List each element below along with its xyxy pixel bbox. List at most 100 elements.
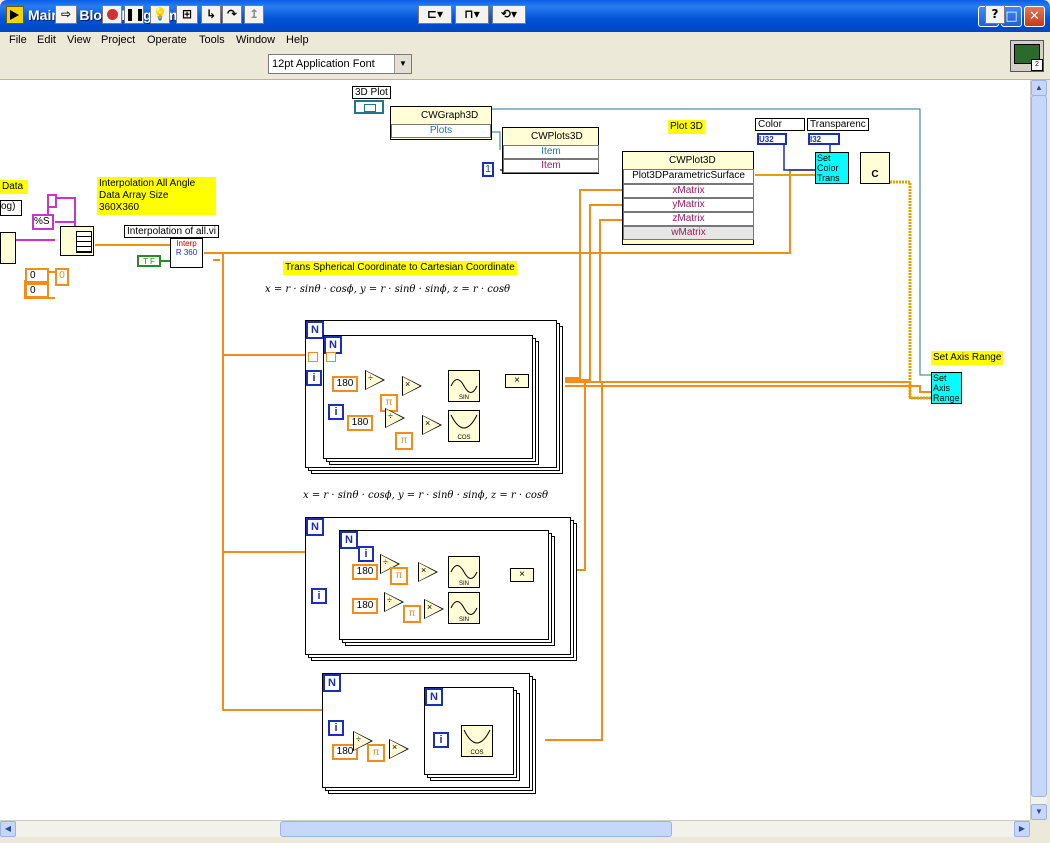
- scroll-thumb[interactable]: [280, 821, 672, 837]
- pi-constant[interactable]: π: [395, 432, 413, 450]
- menu-view[interactable]: View: [67, 34, 91, 46]
- svg-text:SIN: SIN: [459, 617, 469, 623]
- pi-constant[interactable]: π: [403, 605, 421, 623]
- align-objects-icon[interactable]: ⊏▾: [418, 5, 452, 24]
- menu-project[interactable]: Project: [101, 34, 136, 46]
- scroll-down-icon[interactable]: ▼: [1031, 804, 1047, 820]
- const-180[interactable]: 180: [352, 598, 378, 614]
- pi-constant[interactable]: π: [390, 567, 408, 585]
- color-control[interactable]: U32: [757, 133, 787, 145]
- context-help-button[interactable]: ?: [985, 5, 1005, 24]
- for-loop-1-inner[interactable]: [323, 335, 533, 459]
- const-180[interactable]: 180: [332, 376, 358, 392]
- scroll-right-icon[interactable]: ▶: [1014, 821, 1030, 837]
- svg-text:COS: COS: [470, 750, 483, 756]
- sine-node[interactable]: SIN: [448, 592, 480, 624]
- divide-node[interactable]: ÷: [365, 370, 385, 390]
- index-constant[interactable]: 1: [482, 162, 494, 177]
- menu-bar: File Edit View Project Operate Tools Win…: [0, 32, 1050, 50]
- log-control[interactable]: og): [0, 200, 22, 216]
- abort-icon[interactable]: [102, 5, 122, 24]
- plot3d-comment: Plot 3D: [668, 120, 705, 134]
- divide-node[interactable]: ÷: [380, 554, 400, 574]
- iteration-terminal: i: [358, 546, 374, 562]
- block-diagram-canvas[interactable]: Data og) %S 0 0 0 Interpolation All Angl…: [0, 80, 1030, 820]
- sine-node[interactable]: SIN: [448, 556, 480, 588]
- iteration-terminal: i: [328, 720, 344, 736]
- run-arrow-icon[interactable]: ⇨: [55, 5, 77, 24]
- loop-count-terminal: N: [323, 674, 341, 692]
- format-string-constant[interactable]: %S: [32, 214, 54, 230]
- menu-window[interactable]: Window: [236, 34, 276, 46]
- step-over-icon[interactable]: ↷: [222, 5, 242, 24]
- vertical-scrollbar[interactable]: ▲ ▼: [1030, 80, 1047, 820]
- const-180[interactable]: 180: [347, 415, 373, 431]
- loop-count-terminal: N: [306, 321, 324, 339]
- cwplots3d-invoke-node[interactable]: CWPlots3D Item Item: [502, 127, 599, 174]
- iteration-terminal: i: [311, 588, 327, 604]
- loop-count-terminal: N: [306, 518, 324, 536]
- set-color-trans-subvi[interactable]: Set Color Trans: [815, 152, 849, 184]
- multiply-node-2[interactable]: ×: [505, 374, 529, 388]
- cosine-node[interactable]: COS: [461, 725, 493, 757]
- step-into-icon[interactable]: ↳: [201, 5, 221, 24]
- formula-1: x = r · sinθ · cosϕ, y = r · sinθ · sinϕ…: [265, 284, 511, 295]
- interp-comment: Interpolation All Angle Data Array Size …: [97, 177, 216, 215]
- string-constant[interactable]: [47, 194, 57, 208]
- toolbar: [0, 50, 1050, 80]
- menu-tools[interactable]: Tools: [199, 34, 225, 46]
- divide-node[interactable]: ÷: [384, 592, 404, 612]
- multiply-node[interactable]: ×: [389, 739, 409, 759]
- scan-string-node[interactable]: [60, 226, 94, 256]
- file-read-node[interactable]: [0, 232, 16, 264]
- menu-file[interactable]: File: [9, 34, 27, 46]
- multiply-node[interactable]: ×: [402, 376, 422, 396]
- close-button[interactable]: ✕: [1024, 6, 1045, 27]
- reorder-icon[interactable]: ⟲▾: [492, 5, 526, 24]
- const-180[interactable]: 180: [332, 744, 358, 760]
- scroll-up-icon[interactable]: ▲: [1031, 80, 1047, 96]
- loop-count-terminal: N: [425, 688, 443, 706]
- maximize-button[interactable]: □: [1001, 6, 1022, 27]
- const-180[interactable]: 180: [352, 564, 378, 580]
- cwplot3d-invoke-node[interactable]: CWPlot3D Plot3DParametricSurface xMatrix…: [622, 151, 754, 245]
- svg-text:SIN: SIN: [459, 581, 469, 587]
- menu-edit[interactable]: Edit: [37, 34, 56, 46]
- horizontal-scrollbar[interactable]: ◀ ▶: [0, 820, 1030, 837]
- multiply-node[interactable]: ×: [418, 562, 438, 582]
- iteration-terminal: i: [328, 404, 344, 420]
- multiply-node[interactable]: ×: [424, 599, 444, 619]
- cwgraph3d-property-node[interactable]: CWGraph3D Plots: [390, 106, 492, 140]
- set-axis-comment: Set Axis Range: [931, 351, 1004, 365]
- cosine-node[interactable]: COS: [448, 410, 480, 442]
- pause-icon[interactable]: ❚❚: [124, 5, 145, 24]
- scroll-left-icon[interactable]: ◀: [0, 821, 16, 837]
- pi-constant[interactable]: π: [367, 744, 385, 762]
- step-out-icon[interactable]: ↥: [244, 5, 264, 24]
- retain-wire-values-icon[interactable]: ⊞: [176, 5, 198, 24]
- menu-operate[interactable]: Operate: [147, 34, 187, 46]
- col-constant[interactable]: 0: [25, 283, 49, 298]
- distribute-objects-icon[interactable]: ⊓▾: [455, 5, 489, 24]
- formula-2: x = r · sinθ · cosϕ, y = r · sinθ · sinϕ…: [303, 490, 549, 501]
- svg-text:SIN: SIN: [459, 395, 469, 401]
- highlight-bulb-icon[interactable]: 💡: [150, 5, 170, 24]
- zero-constant[interactable]: 0: [55, 268, 69, 286]
- set-axis-range-subvi[interactable]: Set Axis Range: [931, 372, 962, 404]
- multiply-node[interactable]: ×: [422, 415, 442, 435]
- for-loop-2-inner[interactable]: [339, 530, 549, 640]
- row-constant[interactable]: 0: [25, 268, 49, 283]
- interpolation-subvi[interactable]: Interp R 360: [170, 238, 203, 268]
- divide-node[interactable]: ÷: [385, 408, 405, 428]
- tunnel: [308, 352, 318, 362]
- sine-node[interactable]: SIN: [448, 370, 480, 402]
- transparency-control[interactable]: I32: [808, 133, 840, 145]
- iteration-terminal: i: [433, 732, 449, 748]
- menu-help[interactable]: Help: [286, 34, 309, 46]
- concatenate-strings-node[interactable]: C: [860, 152, 890, 184]
- boolean-constant[interactable]: T F: [137, 255, 161, 267]
- multiply-node-2[interactable]: ×: [510, 568, 534, 582]
- 3d-plot-refnum[interactable]: [354, 100, 384, 114]
- scroll-thumb[interactable]: [1031, 95, 1047, 797]
- font-select[interactable]: 12pt Application Font▼: [268, 54, 412, 74]
